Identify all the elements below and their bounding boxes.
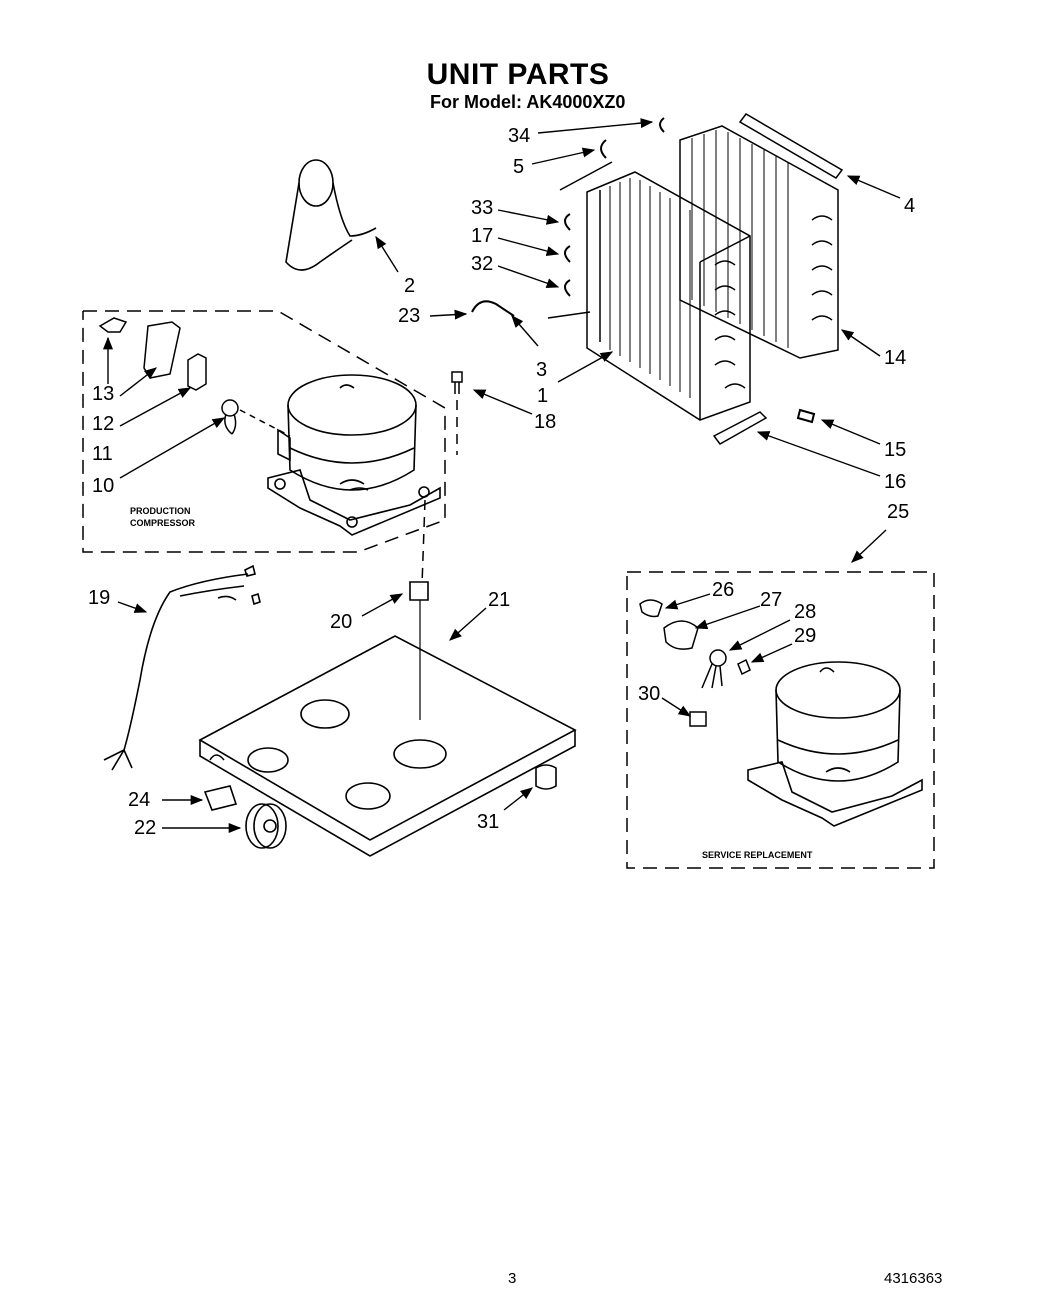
callout-30: 30	[638, 683, 660, 705]
grommet	[409, 581, 429, 601]
condenser-coil-front	[547, 161, 751, 421]
callout-15: 15	[884, 439, 906, 461]
callout-1: 1	[537, 385, 548, 407]
callout-21: 21	[488, 589, 510, 611]
callout-20: 20	[330, 611, 352, 633]
bottom-insulation-strip	[712, 411, 768, 445]
callout-28: 28	[794, 601, 816, 623]
callout-24: 24	[128, 789, 150, 811]
callout-17: 17	[471, 225, 493, 247]
callout-25: 25	[887, 501, 909, 523]
top-insulation-strip	[738, 113, 844, 179]
callout-13: 13	[92, 383, 114, 405]
callout-numbers: 34 5 4 2 33 17 32 23 3 1 14 15 16 18 13 …	[88, 125, 915, 839]
callout-12: 12	[92, 413, 114, 435]
overload-protector-parts	[98, 317, 291, 437]
service-kit-parts	[639, 599, 751, 727]
page-title: UNIT PARTS	[426, 58, 610, 91]
caster-wheel	[245, 803, 287, 849]
callout-16: 16	[884, 471, 906, 493]
axle-spacer	[203, 785, 238, 811]
callout-23: 23	[398, 305, 420, 327]
wiring-harness	[103, 564, 261, 771]
production-compressor-boundary	[82, 310, 446, 553]
callout-3: 3	[536, 359, 547, 381]
callout-18: 18	[534, 411, 556, 433]
service-compressor	[747, 661, 923, 827]
callout-19: 19	[88, 587, 110, 609]
page-number: 3	[508, 1270, 517, 1287]
callout-4: 4	[904, 195, 915, 217]
service-replacement-label: SERVICE REPLACEMENT	[702, 850, 813, 860]
callout-33: 32	[471, 253, 493, 275]
rubber-foot	[535, 764, 557, 790]
callout-leaders	[102, 118, 901, 834]
callout-27: 27	[760, 589, 782, 611]
tube-clips	[471, 117, 816, 424]
document-number: 4316363	[884, 1270, 943, 1287]
callout-2: 2	[404, 275, 415, 297]
callout-22: 22	[134, 817, 156, 839]
callout-14: 14	[884, 347, 906, 369]
callout-10: 10	[92, 475, 114, 497]
production-label-line1: PRODUCTION	[130, 506, 191, 516]
inlet-tube	[285, 159, 377, 271]
base-pan	[198, 600, 577, 857]
callout-26: 26	[712, 579, 734, 601]
service-replacement-boundary	[626, 571, 935, 869]
callout-31: 31	[477, 811, 499, 833]
mounting-screw	[451, 371, 463, 455]
callout-29: 29	[794, 625, 816, 647]
callout-32: 33	[471, 197, 493, 219]
production-label-line2: COMPRESSOR	[130, 518, 196, 528]
evaporator-coil-rear	[679, 125, 839, 359]
callout-5: 5	[513, 156, 524, 178]
callout-34: 34	[508, 125, 530, 147]
production-compressor	[267, 374, 441, 536]
callout-11: 11	[92, 443, 113, 465]
model-subtitle: For Model: AK4000XZ0	[430, 92, 626, 112]
